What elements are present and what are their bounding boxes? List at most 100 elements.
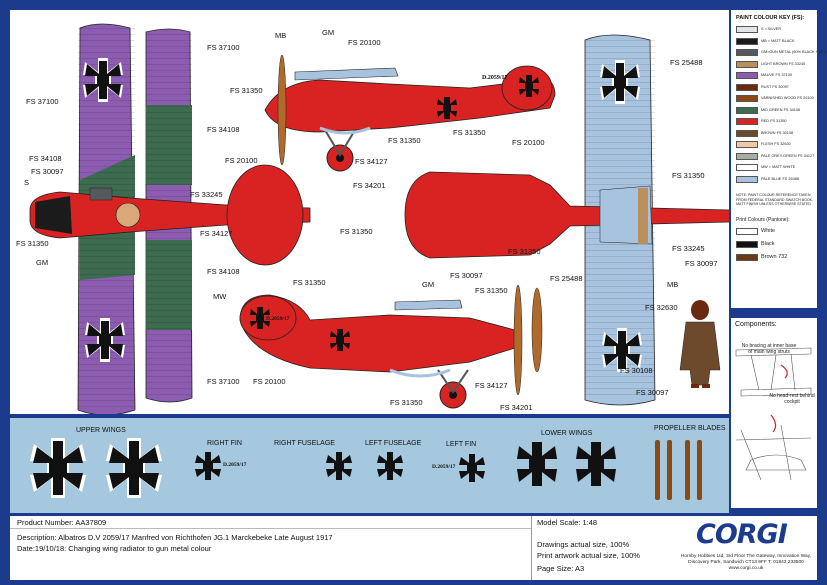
serial-marking: D.2059/17 <box>482 75 508 81</box>
iron-cross-icon <box>377 452 403 480</box>
key-label: VARNISHED WOOD FS 20100 <box>761 96 814 100</box>
print-size: Print artwork actual size, 100% <box>537 551 640 560</box>
key-row: MB = MATT BLACK <box>736 37 814 46</box>
iron-cross-icon <box>576 442 616 486</box>
key-row: PALE BLUE FS 25488 <box>736 175 814 184</box>
drawing-sheet: FS 37100 FS 34108 FS 37100 FS 37100 FS 3… <box>10 10 729 414</box>
print-colour-label: White <box>761 228 776 234</box>
label: GM <box>36 258 49 267</box>
colour-swatch <box>736 241 758 248</box>
label: FS 34108 <box>207 125 240 134</box>
side-view-upper <box>264 54 556 172</box>
insignia-label: LOWER WINGS <box>541 430 593 437</box>
iron-cross-icon <box>600 60 640 104</box>
print-colour-label: Black <box>761 241 775 247</box>
colour-swatch <box>736 26 758 33</box>
key-label: LIGHT BROWN FS 33245 <box>761 61 806 66</box>
label: FS 31350 <box>508 247 541 256</box>
label: FS 34201 <box>500 403 533 412</box>
model-scale: Model Scale: 1:48 <box>537 518 598 527</box>
corgi-logo: CORGI <box>696 519 788 550</box>
label: MB <box>275 31 287 40</box>
key-label: PALE GREY-GREEN FS 34127 <box>761 153 815 158</box>
label: FS 20100 <box>225 156 258 165</box>
date-note: Date:19/10/18: Changing wing radiator to… <box>17 544 212 553</box>
key-label: MW = MATT WHITE <box>761 165 796 169</box>
label: FS 34127 <box>200 229 233 238</box>
label: FS 30097 <box>685 259 718 268</box>
insignia-label: RIGHT FUSELAGE <box>274 440 335 447</box>
colour-swatch <box>736 83 758 91</box>
product-number: Product Number: AA37809 <box>17 518 107 527</box>
footer: Product Number: AA37809 Description: Alb… <box>10 516 817 580</box>
print-colour-label: Brown 732 <box>761 254 788 260</box>
label: FS 30097 <box>450 271 483 280</box>
insignia-label: LEFT FIN <box>446 441 477 448</box>
key-row: PALE GREY-GREEN FS 34127 <box>736 152 815 161</box>
insignia-drawings <box>30 438 702 500</box>
label: FS 33245 <box>672 244 705 253</box>
key-note: NOTE: PAINT COLOUR REFERENCE TAKEN FROM … <box>736 193 814 206</box>
key-label: MID GREEN FS 34108 <box>761 107 801 112</box>
company-address: Hornby Hobbies Ltd, 3rd Floor The Gatewa… <box>680 554 812 571</box>
label: FS 20100 <box>512 138 545 147</box>
fuselage-top-view <box>29 164 311 266</box>
insignia-label: RIGHT FIN <box>207 440 242 447</box>
label: FS 37100 <box>207 377 240 386</box>
key-label: S = SILVER <box>761 27 782 31</box>
label: FS 33245 <box>190 190 223 199</box>
key-row: VARNISHED WOOD FS 20100 <box>736 95 814 103</box>
key-title: PAINT COLOUR KEY (FS): <box>736 15 805 21</box>
paint-colour-key: PAINT COLOUR KEY (FS): S = SILVER MB = MA… <box>731 10 827 308</box>
insignia-label: PROPELLER BLADES <box>654 425 726 432</box>
key-label: BROWN FS 30108 <box>761 130 794 135</box>
iron-cross-icon <box>519 75 539 97</box>
components-note: No head-rest behind cockpit <box>769 393 815 405</box>
iron-cross-icon <box>195 452 221 480</box>
iron-cross-icon <box>326 452 352 480</box>
label: FS 30108 <box>620 366 653 375</box>
label: FS 37100 <box>207 43 240 52</box>
iron-cross-icon <box>437 97 457 119</box>
label: FS 31350 <box>390 398 423 407</box>
label: FS 31350 <box>475 286 508 295</box>
colour-swatch <box>736 106 758 114</box>
label: MB <box>667 280 679 289</box>
label: FS 20100 <box>348 38 381 47</box>
label: FS 31350 <box>230 86 263 95</box>
divider <box>10 528 531 529</box>
label: S <box>24 178 30 187</box>
serial-marking: D.2059/17 <box>223 462 247 468</box>
colour-swatch <box>736 254 758 261</box>
label: FS 34127 <box>475 381 508 390</box>
colour-swatch <box>736 164 758 171</box>
iron-cross-icon <box>517 442 557 486</box>
description: Description: Albatros D.V 2059/17 Manfre… <box>17 533 333 542</box>
serial-marking: D.2059/17 <box>432 464 456 470</box>
components-note: No bracing at inner base of main wing st… <box>741 343 797 355</box>
key-row: RUST FS 30097 <box>736 83 814 92</box>
key-row: MID GREEN FS 34108 <box>736 106 814 115</box>
label: GM <box>322 28 335 37</box>
components-title: Components: <box>735 321 777 328</box>
colour-swatch <box>736 152 758 160</box>
iron-cross-icon <box>330 329 350 351</box>
label: FS 31350 <box>16 239 49 248</box>
key-label: MAUVE FS 37100 <box>761 73 793 77</box>
label: GM <box>422 280 435 289</box>
colour-swatch <box>736 175 758 183</box>
insignia-label: UPPER WINGS <box>76 427 126 434</box>
label: FS 34127 <box>355 157 388 166</box>
insignia-label: LEFT FUSELAGE <box>365 440 422 447</box>
label: FS 34201 <box>353 181 386 190</box>
colour-swatch <box>736 228 758 235</box>
label: FS 31350 <box>293 278 326 287</box>
key-label: PALE BLUE FS 25488 <box>761 176 799 181</box>
serial-marking: D.2059/17 <box>266 316 290 322</box>
colour-swatch <box>736 72 758 79</box>
key-row: S = SILVER <box>736 26 814 34</box>
components-panel: Components: No bracing at inner base of … <box>731 318 817 508</box>
label: FS 25488 <box>670 58 703 67</box>
key-row: MW = MATT WHITE <box>736 164 814 172</box>
iron-cross-icon <box>30 438 86 498</box>
